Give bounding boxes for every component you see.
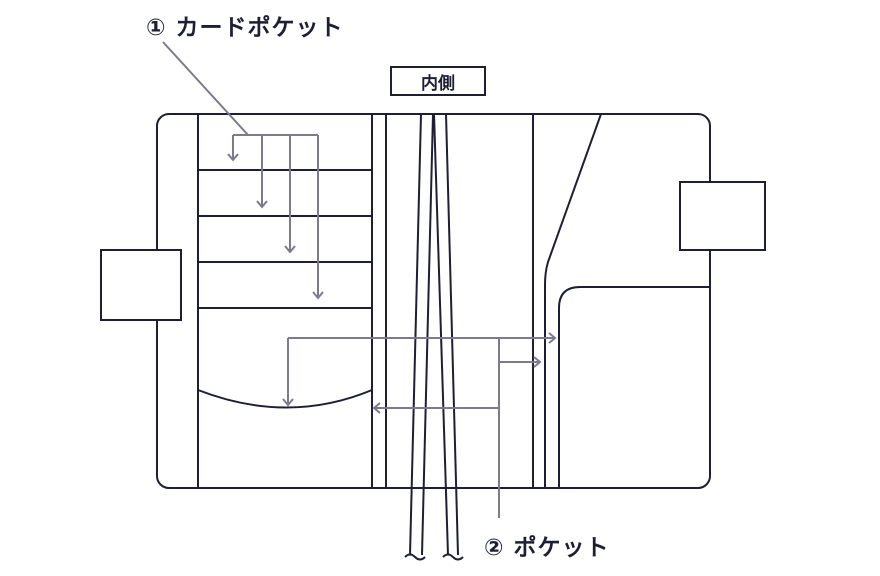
- card-pocket-leaders: [162, 41, 324, 300]
- right-inner-pocket: [558, 286, 710, 488]
- card-pocket-label: ① カードポケット: [146, 15, 344, 41]
- right-tab: [679, 181, 766, 251]
- inside-label: 内側: [390, 66, 486, 96]
- bookmark-ribbons: [404, 113, 464, 561]
- left-tab: [100, 249, 182, 321]
- pocket-leaders: [282, 332, 557, 518]
- left-pocket-curve: [197, 389, 373, 409]
- right-diagonal-pocket: [544, 113, 602, 488]
- pocket-label: ② ポケット: [484, 535, 610, 561]
